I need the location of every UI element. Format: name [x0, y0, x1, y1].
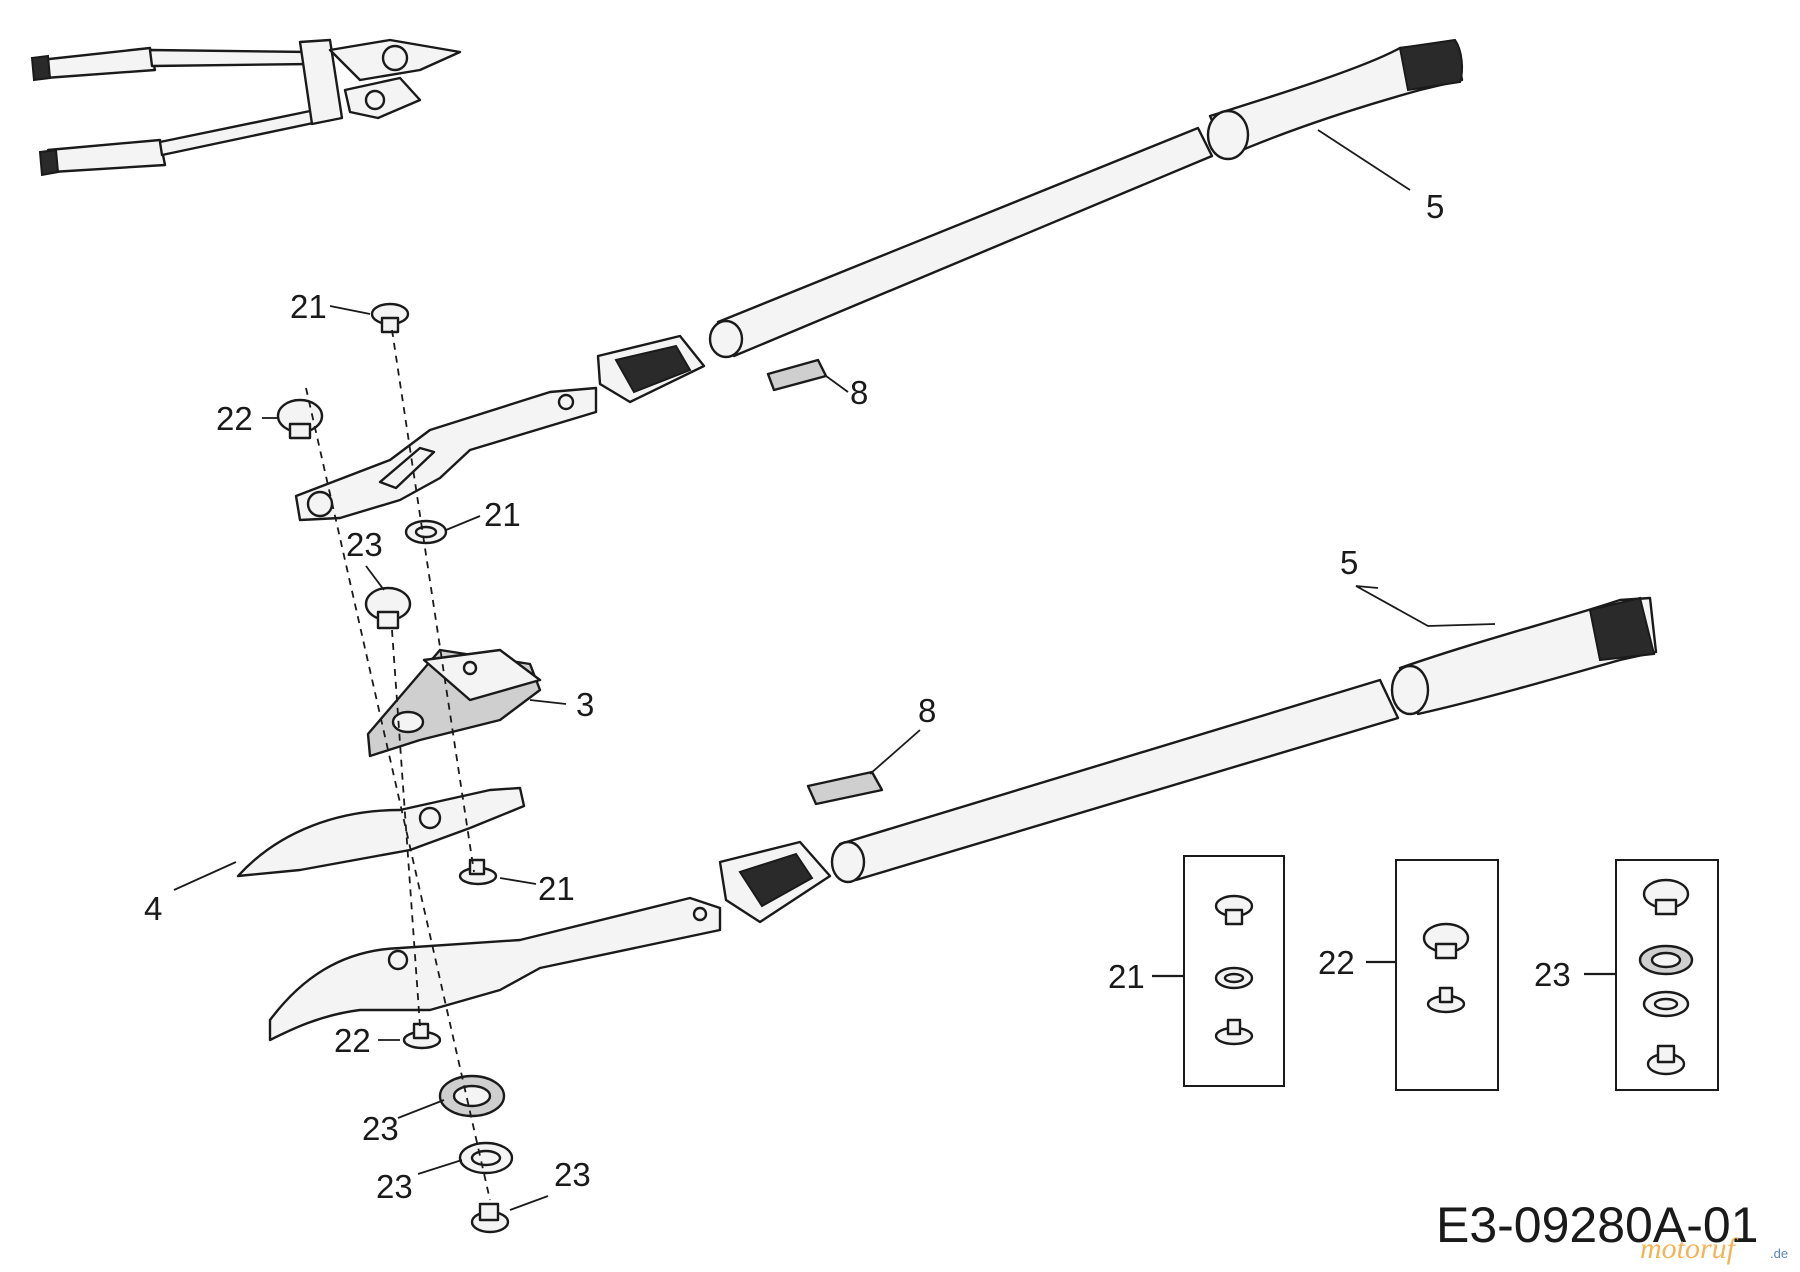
upper-handle-tube — [708, 126, 1214, 359]
upper-handle-arm — [294, 386, 598, 522]
kit-21: 21 — [1108, 855, 1285, 1087]
assembly-axis-3 — [391, 629, 421, 1027]
assembly-axis-2 — [391, 329, 475, 873]
upper-handle-grip — [1206, 38, 1464, 161]
washer-23-b1 — [438, 1074, 506, 1118]
lower-handle-tube — [830, 678, 1400, 884]
callout-21-low: 21 — [538, 870, 575, 907]
washer-21-mid — [404, 519, 448, 545]
leader-21-mid — [445, 515, 481, 531]
leader-5-top — [1317, 129, 1411, 191]
callout-4: 4 — [144, 890, 162, 927]
bolt-21-top — [370, 302, 410, 334]
upper-tube-end-cap — [596, 334, 706, 404]
lower-insert-8 — [806, 770, 884, 806]
kit-23: 23 — [1534, 859, 1719, 1091]
callout-8-top: 8 — [850, 374, 868, 411]
callout-23-top: 23 — [346, 526, 383, 563]
kit-23-label: 23 — [1534, 956, 1571, 993]
callout-22-bottom: 22 — [334, 1022, 371, 1059]
callout-8-bottom: 8 — [918, 692, 936, 729]
blade-part-4 — [236, 786, 526, 878]
callout-5-bottom: 5 — [1340, 544, 1358, 581]
callout-23-b2: 23 — [376, 1168, 413, 1205]
assembly-axis-1 — [305, 387, 491, 1201]
watermark: motoruf .de — [1640, 1232, 1788, 1265]
callout-21-top: 21 — [290, 288, 327, 325]
lower-handle-arm — [268, 896, 722, 1042]
nut-23-b3 — [470, 1202, 510, 1234]
leader-4 — [173, 861, 237, 891]
cap-22-top — [276, 398, 324, 440]
cap-23-top — [364, 586, 412, 630]
leader-3 — [529, 699, 567, 705]
leader-8-bottom — [869, 729, 921, 775]
leader-23-top — [365, 565, 385, 591]
lower-handle-grip — [1390, 596, 1658, 716]
kit-22: 22 — [1318, 859, 1499, 1091]
leader-8-top — [825, 375, 849, 393]
leader-23-b1 — [397, 1099, 445, 1119]
callout-5-top: 5 — [1426, 188, 1444, 225]
leader-21-low — [499, 877, 537, 885]
watermark-text: motoruf — [1640, 1232, 1739, 1265]
callout-22-top: 22 — [216, 400, 253, 437]
leader-21-top — [329, 305, 371, 315]
nut-21-low — [458, 858, 498, 886]
kit-21-label: 21 — [1108, 958, 1145, 995]
callout-23-b3: 23 — [554, 1156, 591, 1193]
leader-23-b2 — [417, 1159, 463, 1175]
nut-22-bottom — [402, 1022, 442, 1050]
callout-23-b1: 23 — [362, 1110, 399, 1147]
assembled-lopper-thumbnail — [30, 38, 462, 177]
callout-3: 3 — [576, 686, 594, 723]
lower-tube-end-cap — [718, 840, 832, 924]
leader-5-bottom — [1355, 585, 1496, 627]
anvil-part-3 — [366, 648, 542, 758]
upper-insert-8 — [766, 358, 828, 392]
kit-22-label: 22 — [1318, 944, 1355, 981]
drawing-code: E3-09280A-01 — [1436, 1197, 1758, 1253]
leader-23-b3 — [509, 1195, 549, 1211]
washer-23-b2 — [458, 1141, 514, 1175]
watermark-suffix: .de — [1770, 1246, 1788, 1261]
callout-21-mid: 21 — [484, 496, 521, 533]
